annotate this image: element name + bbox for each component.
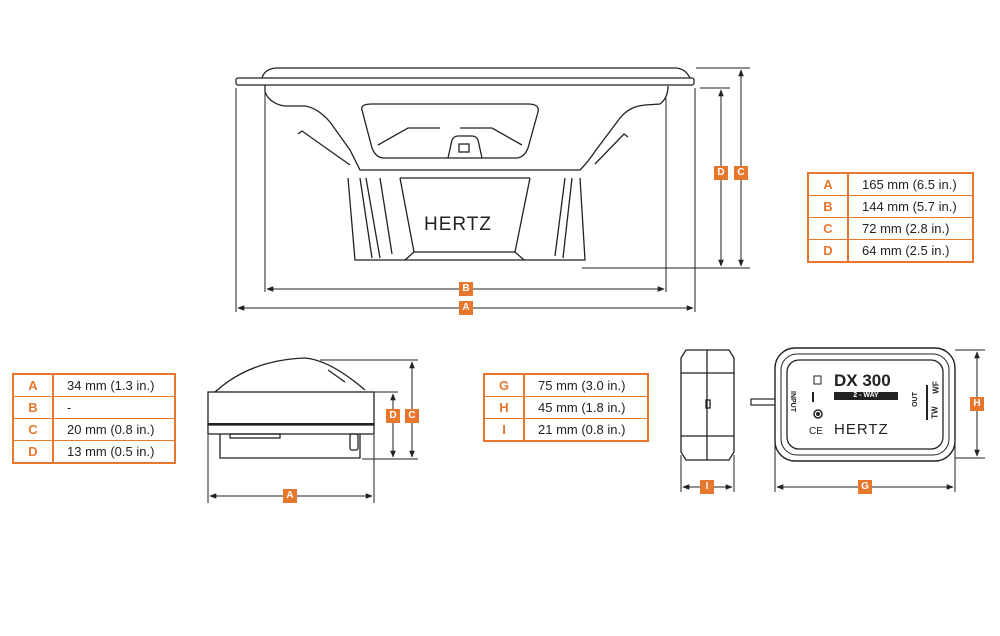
spec-value: 13 mm (0.5 in.) [53, 440, 175, 463]
spec-letter: C [13, 418, 54, 441]
woofer-drawing [235, 67, 750, 312]
spec-value: 21 mm (0.8 in.) [524, 418, 648, 441]
tweeter-drawing [207, 357, 418, 503]
spec-value: 75 mm (3.0 in.) [538, 378, 626, 393]
table-row: C 72 mm (2.8 in.) [808, 217, 973, 240]
crossover-brand-logo: HERTZ [834, 421, 889, 438]
spec-value: 64 mm (2.5 in.) [848, 239, 973, 262]
table-row: I 21 mm (0.8 in.) [484, 418, 648, 441]
spec-value: 165 mm (6.5 in.) [862, 177, 957, 192]
dim-tag-crossover-i: I [700, 480, 714, 494]
spec-letter: H [484, 396, 525, 419]
crossover-type: 2 - WAY [853, 392, 879, 399]
dim-tag-woofer-b: B [459, 282, 473, 296]
spec-letter: B [808, 195, 849, 218]
crossover-model: DX 300 [834, 371, 891, 390]
spec-letter: B [13, 396, 54, 419]
dim-tag-crossover-g: G [858, 480, 872, 494]
table-row: D 13 mm (0.5 in.) [13, 440, 175, 463]
table-row: A 165 mm (6.5 in.) [808, 173, 973, 196]
dim-tag-woofer-c: C [734, 166, 748, 180]
spec-letter: I [484, 418, 525, 441]
crossover-ce-mark: CE [809, 426, 823, 437]
table-row: G 75 mm (3.0 in.) [484, 374, 648, 397]
spec-value: 20 mm (0.8 in.) [53, 418, 175, 441]
spec-letter: C [808, 217, 849, 240]
dim-tag-woofer-a: A [459, 301, 473, 315]
spec-value: 72 mm (2.8 in.) [848, 217, 973, 240]
table-row: A 34 mm (1.3 in.) [13, 374, 175, 397]
spec-value: - [53, 396, 175, 419]
dim-tag-tweeter-c: C [405, 409, 419, 423]
table-row: D 64 mm (2.5 in.) [808, 239, 973, 262]
spec-value: 144 mm (5.7 in.) [848, 195, 973, 218]
spec-letter: A [13, 374, 54, 397]
table-row: B - [13, 396, 175, 419]
crossover-top-drawing [750, 347, 985, 492]
dim-tag-woofer-d: D [714, 166, 728, 180]
table-row: B 144 mm (5.7 in.) [808, 195, 973, 218]
crossover-input-label: INPUT [789, 391, 796, 412]
crossover-wf-label: WF [931, 381, 941, 394]
crossover-tw-label: TW [930, 406, 940, 419]
spec-letter: D [13, 440, 54, 463]
spec-value: 45 mm (1.8 in.) [524, 396, 648, 419]
spec-value: 34 mm (1.3 in.) [67, 378, 155, 393]
table-row: H 45 mm (1.8 in.) [484, 396, 648, 419]
spec-letter: D [808, 239, 849, 262]
table-row: C 20 mm (0.8 in.) [13, 418, 175, 441]
dim-tag-tweeter-a: A [283, 489, 297, 503]
dim-tag-tweeter-d: D [386, 409, 400, 423]
crossover-side-drawing [680, 349, 735, 492]
woofer-spec-table: A 165 mm (6.5 in.) B 144 mm (5.7 in.) C … [807, 172, 974, 263]
crossover-out-label: OUT [911, 392, 919, 407]
spec-letter: G [484, 374, 525, 397]
spec-letter: A [808, 173, 849, 196]
dim-tag-crossover-h: H [970, 397, 984, 411]
crossover-spec-table: G 75 mm (3.0 in.) H 45 mm (1.8 in.) I 21… [483, 373, 649, 442]
woofer-brand-logo: HERTZ [424, 214, 492, 235]
tweeter-spec-table: A 34 mm (1.3 in.) B - C 20 mm (0.8 in.) … [12, 373, 176, 464]
